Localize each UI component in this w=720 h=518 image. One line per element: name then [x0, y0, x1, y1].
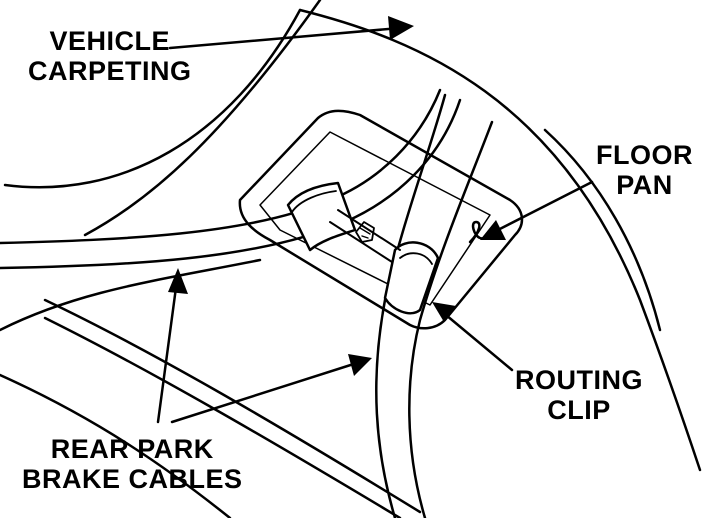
floor-lower-ridge-3	[0, 373, 232, 518]
label-vehicle-carpeting-line2: CARPETING	[28, 56, 192, 86]
vehicle-carpeting-arrowhead	[388, 16, 414, 40]
routing-clip-tab	[355, 221, 375, 243]
routing-clip-right-collar	[383, 241, 440, 315]
floor-pan-arrowhead	[480, 220, 506, 240]
floor-lower-ridge-1	[43, 298, 422, 514]
left-brake-cable-bottom	[0, 98, 462, 270]
routing-clip-left-collar	[286, 181, 357, 252]
floor-pan-pad	[238, 109, 524, 330]
vehicle-carpeting-leader	[168, 26, 402, 50]
rear-park-brake-arrowhead-left	[168, 268, 188, 294]
label-routing-clip-line1: ROUTING	[515, 365, 643, 395]
label-floor-pan: FLOOR PAN	[596, 140, 693, 200]
label-rear-park-brake-cables-line2: BRAKE CABLES	[22, 464, 243, 494]
routing-clip-leader	[438, 308, 514, 372]
label-rear-park-brake-cables-line1: REAR PARK	[50, 434, 214, 464]
label-floor-pan-line1: FLOOR	[596, 140, 693, 170]
routing-clip-arrowhead	[432, 302, 456, 322]
left-brake-cable-top	[0, 88, 442, 245]
rear-park-brake-arrowhead-right	[348, 354, 372, 376]
label-floor-pan-line2: PAN	[616, 170, 673, 200]
carpet-top-line	[298, 8, 702, 472]
carpet-fold-line	[83, 0, 322, 237]
floor-pan-leader	[488, 180, 594, 236]
label-rear-park-brake-cables: REAR PARK BRAKE CABLES	[22, 434, 243, 494]
carpet-edge-line	[3, 8, 302, 189]
floor-left-ridge	[0, 258, 262, 332]
floor-pan-pad-inner	[259, 131, 491, 306]
label-routing-clip: ROUTING CLIP	[515, 365, 643, 425]
label-vehicle-carpeting-line1: VEHICLE	[49, 26, 171, 56]
rear-park-brake-leader-left	[156, 278, 179, 424]
label-vehicle-carpeting: VEHICLE CARPETING	[28, 26, 192, 86]
right-brake-cable-right	[408, 120, 494, 518]
label-routing-clip-line2: CLIP	[547, 395, 611, 425]
floor-pan-edge	[543, 128, 662, 332]
rear-park-brake-leader-right	[170, 360, 362, 424]
